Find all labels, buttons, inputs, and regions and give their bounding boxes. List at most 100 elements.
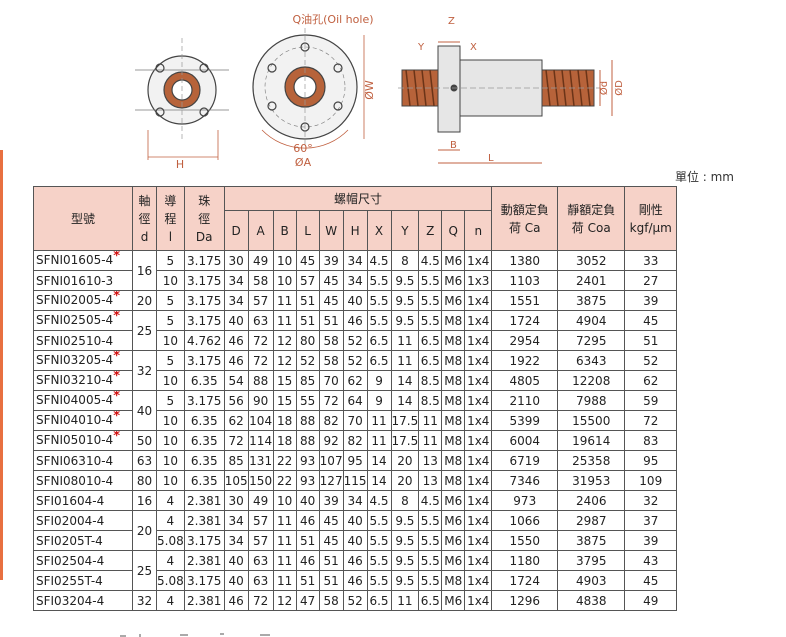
- cell-l: 5.08: [156, 530, 185, 551]
- cell-da: 3.175: [183, 270, 225, 291]
- cell-k: 39: [624, 290, 678, 311]
- header-static-load: 靜額定負荷 Coa: [557, 186, 626, 251]
- cell-d: 34: [223, 510, 249, 531]
- cell-d: 40: [223, 570, 249, 591]
- cell-x: 5.5: [366, 550, 392, 571]
- cell-k: 37: [624, 510, 678, 531]
- stock-star-icon: *: [113, 290, 120, 305]
- cell-k: 59: [624, 390, 678, 411]
- cell-h: 34: [342, 250, 368, 271]
- cell-d: 40: [223, 550, 249, 571]
- cell-n: 1x4: [464, 310, 493, 331]
- cell-z: 11: [418, 430, 443, 451]
- cell-h: 52: [342, 350, 368, 371]
- cell-q: M8: [441, 570, 466, 591]
- cell-w: 51: [318, 310, 344, 331]
- cell-z: 5.5: [418, 550, 443, 571]
- side-accent-bar: [0, 150, 3, 580]
- label-l: L: [488, 153, 494, 164]
- cell-x: 5.5: [366, 270, 392, 291]
- header-nut-col: D: [223, 210, 249, 251]
- cell-d: 105: [223, 470, 249, 491]
- cell-y: 11: [390, 590, 420, 611]
- cell-n: 1x4: [464, 570, 493, 591]
- cell-x: 14: [366, 450, 392, 471]
- cell-w: 51: [318, 550, 344, 571]
- cell-a: 114: [247, 430, 274, 451]
- cell-l: 5: [156, 310, 185, 331]
- cell-da: 3.175: [183, 570, 225, 591]
- cell-ca: 2110: [491, 390, 559, 411]
- cell-y: 17.5: [390, 430, 420, 451]
- cell-da: 3.175: [183, 290, 225, 311]
- cell-w: 127: [318, 470, 344, 491]
- cell-l: 93: [295, 450, 320, 471]
- label-h: H: [176, 158, 184, 170]
- shaft-diameter-cell: 80: [132, 470, 157, 491]
- cell-l: 47: [295, 590, 320, 611]
- cell-y: 11: [390, 330, 420, 351]
- cell-z: 5.5: [418, 270, 443, 291]
- label-dia-w: ØW: [363, 80, 376, 100]
- cell-q: M6: [441, 550, 466, 571]
- cell-a: 57: [247, 530, 274, 551]
- cell-q: M6: [441, 530, 466, 551]
- label-dia-d-large: ØD: [613, 80, 625, 96]
- cell-coa: 6343: [557, 350, 626, 371]
- cell-ca: 6004: [491, 430, 559, 451]
- cell-q: M8: [441, 390, 466, 411]
- cell-q: M8: [441, 410, 466, 431]
- cell-z: 6.5: [418, 330, 443, 351]
- cell-b: 22: [272, 450, 297, 471]
- cell-w: 51: [318, 570, 344, 591]
- shaft-diameter-cell: 16: [132, 250, 157, 291]
- cell-ca: 7346: [491, 470, 559, 491]
- cell-l: 10: [156, 430, 185, 451]
- label-b: B: [450, 140, 457, 151]
- cell-k: 72: [624, 410, 678, 431]
- cell-k: 52: [624, 350, 678, 371]
- cell-l: 10: [156, 470, 185, 491]
- cell-n: 1x3: [464, 270, 493, 291]
- cell-w: 58: [318, 590, 344, 611]
- model-cell: SFNI08010-4: [33, 470, 133, 491]
- cell-y: 20: [390, 470, 420, 491]
- cell-h: 62: [342, 370, 368, 391]
- cell-w: 82: [318, 410, 344, 431]
- cell-z: 6.5: [418, 590, 443, 611]
- cell-n: 1x4: [464, 350, 493, 371]
- cell-l: 46: [295, 550, 320, 571]
- cell-q: M6: [441, 290, 466, 311]
- cell-h: 115: [342, 470, 368, 491]
- cell-ca: 1103: [491, 270, 559, 291]
- cell-y: 8: [390, 490, 420, 511]
- cell-a: 131: [247, 450, 274, 471]
- cell-da: 3.175: [183, 530, 225, 551]
- cell-k: 43: [624, 550, 678, 571]
- cell-l: 51: [295, 570, 320, 591]
- cell-l: 88: [295, 410, 320, 431]
- cell-q: M6: [441, 490, 466, 511]
- cell-d: 46: [223, 350, 249, 371]
- cell-z: 8.5: [418, 370, 443, 391]
- cell-l: 55: [295, 390, 320, 411]
- cell-da: 3.175: [183, 390, 225, 411]
- cell-coa: 4838: [557, 590, 626, 611]
- model-cell: SFI0205T-4: [33, 530, 133, 551]
- cell-da: 6.35: [183, 430, 225, 451]
- cell-d: 30: [223, 490, 249, 511]
- cell-k: 109: [624, 470, 678, 491]
- cell-l: 10: [156, 370, 185, 391]
- header-nut-col: B: [272, 210, 297, 251]
- cell-d: 30: [223, 250, 249, 271]
- header-nut-col: Q: [441, 210, 466, 251]
